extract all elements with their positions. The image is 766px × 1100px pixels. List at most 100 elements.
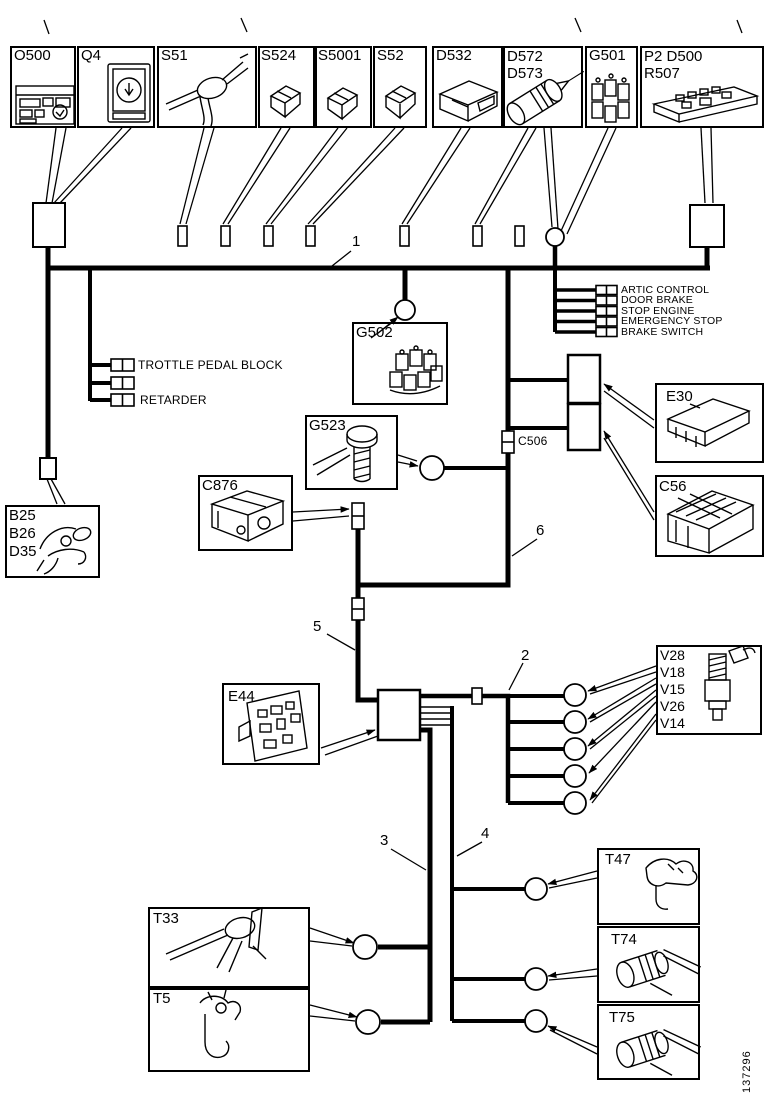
p2-d500-r507-sketch xyxy=(651,86,760,124)
box-e30 xyxy=(655,383,764,463)
box-d572-d573 xyxy=(503,46,583,128)
wire-5 xyxy=(355,528,378,703)
t47-node xyxy=(524,877,548,901)
box-pedal-unit xyxy=(5,505,100,578)
label-v26: V26 xyxy=(660,698,685,714)
label-s524: S524 xyxy=(261,47,297,64)
box-s524 xyxy=(258,46,315,128)
g523-node xyxy=(419,455,445,481)
box-t33 xyxy=(148,907,310,988)
label-e30: E30 xyxy=(666,388,693,405)
wire-6 xyxy=(358,268,511,588)
label-g501: G501 xyxy=(589,47,626,64)
t5-sketch xyxy=(199,989,242,1059)
label-s5001: S5001 xyxy=(318,47,362,64)
wire-3 xyxy=(420,727,433,1022)
connector-nodes xyxy=(32,202,725,1035)
label-s51: S51 xyxy=(161,47,188,64)
label-d572: D572 xyxy=(507,48,543,65)
leader-lines xyxy=(43,17,743,1055)
box-t74 xyxy=(597,926,700,1003)
label-v28: V28 xyxy=(660,647,685,663)
box-valve-unit xyxy=(656,645,762,735)
stub-label-emergency-stop: EMERGENCY STOP xyxy=(621,315,723,327)
d572-d573-sketch xyxy=(506,70,585,126)
label-b25: B25 xyxy=(9,507,36,524)
label-c56: C56 xyxy=(659,478,687,495)
pedal-sketch xyxy=(36,526,92,575)
box-g523 xyxy=(305,415,398,490)
wire-number-3: 3 xyxy=(380,832,389,849)
figure-number: 137296 xyxy=(741,1050,753,1093)
label-v14: V14 xyxy=(660,715,685,731)
label-e44: E44 xyxy=(228,688,255,705)
right-connector-block xyxy=(689,204,725,248)
box-t5 xyxy=(148,988,310,1072)
box-g501 xyxy=(585,46,638,128)
label-t47: T47 xyxy=(605,851,631,868)
label-t74: T74 xyxy=(611,931,637,948)
box-t75 xyxy=(597,1004,700,1080)
box-o500 xyxy=(10,46,76,128)
label-r507: R507 xyxy=(644,65,680,82)
component-sketches xyxy=(15,53,760,1076)
label-t5: T5 xyxy=(153,990,171,1007)
label-p2-d500: P2 D500 xyxy=(644,48,703,65)
box-p2-d500-r507 xyxy=(640,46,764,128)
label-g502: G502 xyxy=(356,324,393,341)
t33-sketch xyxy=(165,906,267,973)
box-e44 xyxy=(222,683,320,765)
box-s52 xyxy=(373,46,427,128)
label-d35: D35 xyxy=(9,543,37,560)
label-t33: T33 xyxy=(153,910,179,927)
label-c876: C876 xyxy=(202,477,238,494)
label-v18: V18 xyxy=(660,664,685,680)
c56-sketch xyxy=(666,490,755,554)
harness-wires xyxy=(45,245,710,1025)
wire-2 xyxy=(420,693,511,803)
stub-label-retarder: RETARDER xyxy=(140,393,207,407)
label-v15: V15 xyxy=(660,681,685,697)
e30-sketch xyxy=(666,398,751,448)
g502-node xyxy=(394,299,416,321)
box-t47 xyxy=(597,848,700,925)
e44-sketch xyxy=(238,690,308,762)
box-g502 xyxy=(352,322,448,405)
left-connector-block xyxy=(32,202,66,248)
s5001-sketch xyxy=(326,87,359,121)
label-d532: D532 xyxy=(436,47,472,64)
label-o500: O500 xyxy=(14,47,51,64)
wire-number-4: 4 xyxy=(481,825,490,842)
box-c876 xyxy=(198,475,293,551)
label-q4: Q4 xyxy=(81,47,102,64)
label-b26: B26 xyxy=(9,525,36,542)
label-g523: G523 xyxy=(309,417,346,434)
d532-sketch xyxy=(438,80,499,123)
t74-sketch xyxy=(616,949,701,996)
label-s52: S52 xyxy=(377,47,404,64)
wire-number-6: 6 xyxy=(536,522,545,539)
t75-node xyxy=(524,1009,548,1033)
e44-junction-block xyxy=(376,688,422,742)
box-c56 xyxy=(655,475,764,557)
box-s51 xyxy=(157,46,257,128)
t33-node xyxy=(352,934,378,960)
label-d573: D573 xyxy=(507,65,543,82)
g501-sketch xyxy=(591,73,630,123)
wire-number-1: 1 xyxy=(352,233,361,250)
s52-sketch xyxy=(384,85,417,120)
t74-node xyxy=(524,967,548,991)
g502-sketch xyxy=(389,345,443,395)
stub-label-artic-control: ARTIC CONTROL xyxy=(621,284,710,296)
s51-sketch xyxy=(165,53,249,127)
box-d532 xyxy=(432,46,503,128)
q4-sketch xyxy=(107,63,151,123)
stub-label-stop-engine: STOP ENGINE xyxy=(621,305,695,317)
valve-sketch xyxy=(704,645,756,721)
t47-sketch xyxy=(645,858,698,910)
box-s5001 xyxy=(315,46,372,128)
